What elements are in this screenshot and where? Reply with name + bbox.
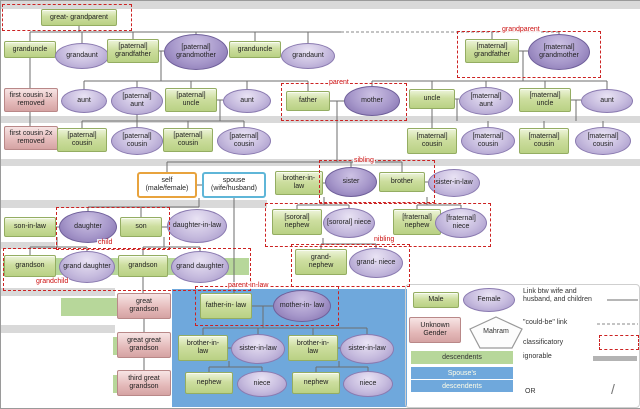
mahram-pentagon-icon [469, 316, 523, 349]
legend-ignorable-symbol [593, 356, 637, 361]
node-self: self (male/female) [137, 172, 197, 198]
node-sister-in-law-2: sister-in-law [231, 334, 285, 364]
node-sororal-niece: [sororal] niece [323, 208, 375, 238]
node-grandaunt-right: grandaunt [281, 43, 335, 69]
legend-male-swatch: Male [413, 292, 459, 308]
node-paternal-cousin-2: [paternal] cousin [111, 127, 163, 155]
node-daughter-in-law: daughter-in-law [167, 209, 227, 243]
node-maternal-cousin-3: [maternal] cousin [519, 128, 569, 154]
node-niece-2: niece [343, 371, 393, 397]
node-niece-1: niece [237, 371, 287, 397]
node-grandaunt-left: grandaunt [55, 43, 109, 69]
node-brother-in-law-2: brother-in-law [178, 335, 228, 361]
node-third-great-grandson: third great grandson [117, 370, 171, 396]
node-paternal-cousin-1: [paternal] cousin [57, 128, 107, 152]
node-grandson-1: grandson [4, 255, 56, 277]
legend-ignorable-text: ignorable [523, 353, 552, 360]
node-great-grandson: great grandson [117, 293, 171, 319]
node-maternal-grandfather: [maternal] grandfather [465, 39, 519, 63]
legend-or-text: OR [525, 388, 536, 395]
node-granduncle-left: granduncle [4, 41, 56, 58]
node-paternal-cousin-3: [paternal] cousin [163, 128, 213, 152]
label-parent-in-law: parent-in-law [227, 282, 270, 289]
legend-mahram-swatch: Mahram [469, 316, 523, 349]
node-grand-nephew: grand- nephew [295, 249, 347, 275]
node-son-in-law: son-in-law [4, 217, 56, 237]
label-sibling: sibling [353, 157, 375, 164]
label-nibling: nibling [373, 236, 396, 243]
ignorable-band [1, 242, 55, 249]
node-son: son [120, 217, 162, 237]
label-child: child [97, 239, 114, 246]
node-first-cousin-1x-removed: first cousin 1x removed [4, 88, 58, 112]
node-fraternal-niece: [fraternal] niece [435, 208, 487, 238]
node-fraternal-nephew: [fraternal] nephew [393, 209, 441, 235]
ignorable-band [1, 200, 267, 208]
node-aunt-1: aunt [61, 89, 107, 113]
label-grandchild: grandchild [35, 278, 70, 285]
node-spouse: spouse (wife/husband) [202, 172, 266, 198]
legend-unknown-swatch: Unknown Gender [409, 317, 461, 343]
node-granddaughter-1: grand daughter [59, 251, 115, 283]
node-uncle: uncle [409, 89, 455, 109]
label-grandparent: grandparent [501, 26, 541, 33]
node-great-grandparent: great- grandparent [41, 9, 117, 26]
node-brother-in-law-1: brother-in-law [275, 171, 323, 195]
node-maternal-uncle: [maternal] uncle [519, 88, 571, 112]
legend-spouse-descendents-band-1: Spouse's [411, 367, 513, 379]
node-paternal-aunt: [paternal] aunt [111, 87, 163, 115]
node-mother: mother [344, 86, 400, 116]
node-paternal-grandfather: [paternal] grandfather [107, 39, 159, 63]
node-first-cousin-2x-removed: first cousin 2x removed [4, 126, 58, 150]
node-maternal-grandmother: [maternal] grandmother [528, 34, 590, 70]
node-maternal-aunt: [maternal] aunt [459, 87, 513, 115]
node-granduncle-right: granduncle [229, 41, 281, 58]
node-grandson-2: grandson [118, 255, 168, 277]
node-father: father [286, 91, 330, 111]
node-aunt-2: aunt [223, 89, 271, 113]
ignorable-band [1, 288, 115, 296]
node-aunt-3: aunt [581, 89, 633, 113]
node-sister: sister [325, 167, 377, 197]
node-granddaughter-2: grand daughter [171, 251, 229, 283]
node-great-great-grandson: great great grandson [117, 332, 171, 358]
node-paternal-cousin-4: [paternal] cousin [217, 127, 271, 155]
node-brother-in-law-3: brother-in-law [288, 335, 338, 361]
node-mother-in-law: mother-in- law [273, 290, 331, 322]
legend-or-symbol: / [611, 381, 615, 397]
legend-mahram-label: Mahram [483, 328, 509, 335]
node-father-in-law: father-in- law [200, 293, 252, 319]
legend-female-swatch: Female [463, 288, 515, 312]
ignorable-band [1, 325, 115, 333]
legend-could-be-text: "could-be" link [523, 319, 568, 326]
node-daughter: daughter [59, 211, 117, 243]
ignorable-band [1, 116, 640, 123]
node-nephew-1: nephew [185, 372, 233, 394]
legend-link-text: Link btw wife and husband, and children [523, 288, 592, 304]
node-maternal-cousin-2: [maternal] cousin [461, 127, 515, 155]
legend-descendents-band: descendents [411, 351, 513, 364]
node-paternal-grandmother: [paternal] grandmother [164, 34, 228, 70]
legend-spouse-descendents-band-2: descendents [411, 380, 513, 392]
node-sister-in-law-1: sister-in-law [428, 169, 480, 197]
label-parent: parent [328, 79, 350, 86]
node-paternal-uncle: [paternal] uncle [165, 88, 217, 112]
legend-classificatory-text: classificatory [523, 339, 564, 346]
node-brother: brother [379, 172, 425, 192]
node-nephew-2: nephew [292, 372, 340, 394]
node-sister-in-law-3: sister-in-law [340, 334, 394, 364]
ignorable-band [1, 1, 640, 9]
node-sororal-nephew: [sororal] nephew [272, 209, 322, 235]
node-maternal-cousin-4: [maternal] cousin [575, 127, 631, 155]
node-maternal-cousin-1: [maternal] cousin [407, 128, 457, 154]
node-grand-niece: grand- niece [349, 248, 403, 278]
